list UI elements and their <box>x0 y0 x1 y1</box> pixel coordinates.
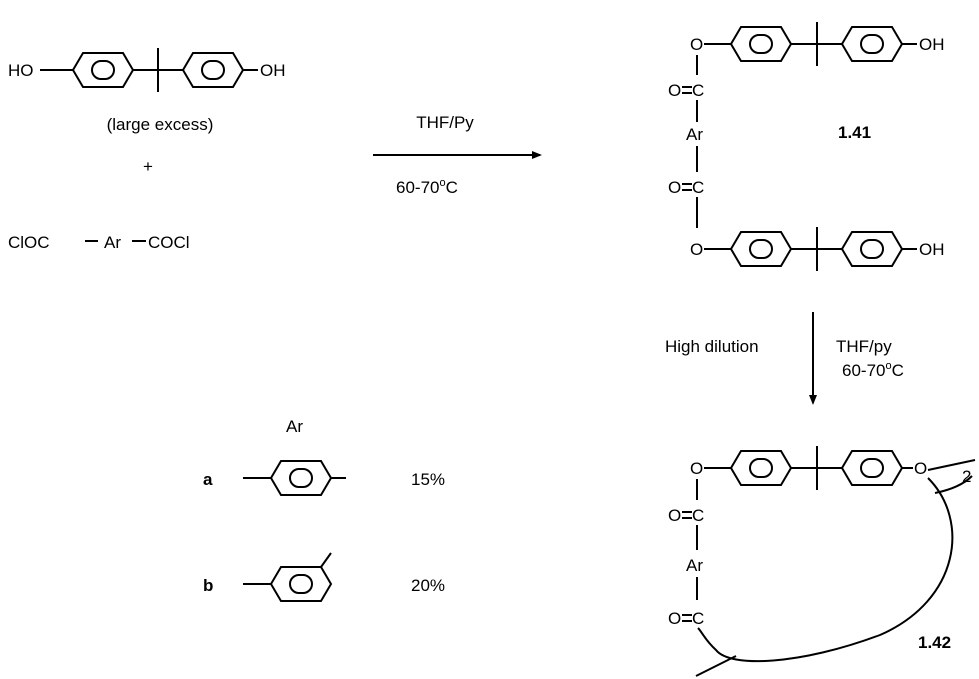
macrocycle-connection-curve <box>697 477 954 663</box>
c141-o-dbl-bot: O <box>668 178 681 197</box>
ar-row-b-yield: 20% <box>411 576 445 595</box>
phenyl-ring-right <box>182 52 244 88</box>
meta-phenylene-ring <box>270 566 332 602</box>
step2-condition-left: High dilution <box>665 337 759 356</box>
c142-o-dbl-bot: O <box>668 609 681 628</box>
c141-o-top: O <box>690 35 703 54</box>
step2-condition-right-bot: 60-70oC <box>842 360 904 380</box>
compound-1-42: O O O C Ar O C 2 1.42 <box>668 446 976 677</box>
ar-substituent-table: Ar a 15% b 20% <box>203 417 445 602</box>
para-phenylene-ring <box>270 460 332 496</box>
c142-o-top: O <box>690 459 703 478</box>
acid-chloride-reactant: ClOC Ar COCl <box>8 233 190 252</box>
ar-row-b-id: b <box>203 576 213 595</box>
c141-c-bot: C <box>692 178 704 197</box>
c141-oh-top: OH <box>919 35 945 54</box>
compound-1-41: O OH O C Ar O C O OH 1.41 <box>668 22 945 271</box>
c142-repeat-count: 2 <box>962 467 971 486</box>
c141-oh-bot: OH <box>919 240 945 259</box>
c141-ar: Ar <box>686 125 703 144</box>
plus-sign: + <box>143 157 153 176</box>
c142-o-right: O <box>914 459 927 478</box>
c142-c-bot: C <box>692 609 704 628</box>
phenyl-ring-left <box>72 52 134 88</box>
bisphenol-reactant: HO OH <box>8 48 286 92</box>
step1-condition-above: THF/Py <box>416 113 474 132</box>
c141-o-bot: O <box>690 240 703 259</box>
c142-ar: Ar <box>686 556 703 575</box>
ar-row-a-yield: 15% <box>411 470 445 489</box>
c142-o-dbl-top: O <box>668 506 681 525</box>
ar-table-header: Ar <box>286 417 303 436</box>
acid-chloride-cocl: COCl <box>148 233 190 252</box>
step2-condition-right-top: THF/py <box>836 337 892 356</box>
step1-condition-below: 60-70oC <box>396 177 458 197</box>
c142-c-top: C <box>692 506 704 525</box>
bisphenol-ho-label: HO <box>8 61 34 80</box>
ar-row-a-id: a <box>203 470 213 489</box>
c142-label: 1.42 <box>918 633 951 652</box>
acid-chloride-ar: Ar <box>104 233 121 252</box>
acid-chloride-cloc: ClOC <box>8 233 50 252</box>
step1-arrow: THF/Py 60-70oC <box>373 113 542 197</box>
c141-o-dbl-top: O <box>668 81 681 100</box>
step2-arrow: High dilution THF/py 60-70oC <box>665 312 904 405</box>
repeat-bracket-bottom <box>695 655 737 677</box>
c141-c-top: C <box>692 81 704 100</box>
bisphenol-oh-label: OH <box>260 61 286 80</box>
excess-note: (large excess) <box>107 115 214 134</box>
c141-label: 1.41 <box>838 123 871 142</box>
